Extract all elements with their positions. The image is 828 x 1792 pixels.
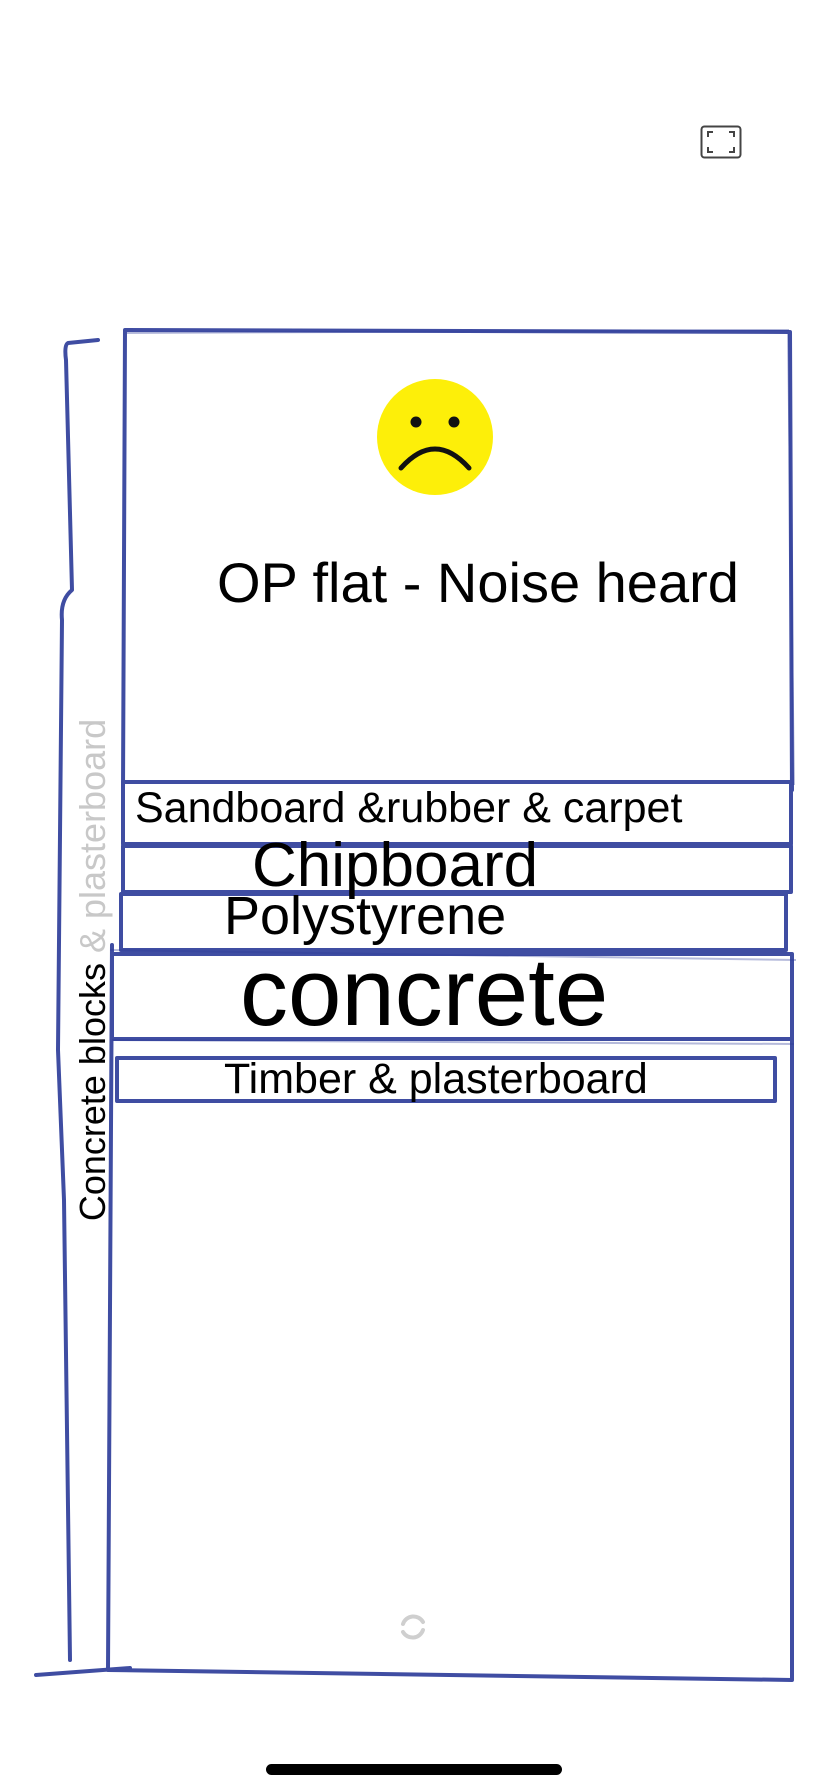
- layer-label-polystyrene: Polystyrene: [224, 886, 507, 946]
- side-label-main: Concrete blocks: [72, 963, 113, 1222]
- flat-outline-upper: [121, 328, 794, 792]
- layer-label-concrete: concrete: [240, 939, 609, 1046]
- fullscreen-button[interactable]: [700, 125, 742, 159]
- layer-label-timber: Timber & plasterboard: [224, 1055, 648, 1103]
- side-brace: [56, 338, 100, 1662]
- floor-tick: [34, 1666, 132, 1677]
- home-indicator: [266, 1764, 562, 1775]
- layer-box-concrete: [110, 952, 794, 1041]
- side-label-faded: & plasterboard: [72, 718, 113, 964]
- layer-box-timber: [115, 1056, 777, 1103]
- fullscreen-icon: [700, 125, 742, 159]
- sad-face-icon: [377, 379, 493, 495]
- flat-outline-lower: [106, 943, 794, 1682]
- layer-label-chipboard: Chipboard: [252, 831, 539, 900]
- diagram-title: OP flat - Noise heard: [217, 551, 739, 614]
- layer-label-sandboard: Sandboard &rubber & carpet: [135, 784, 683, 832]
- layer-box-polystyrene: [119, 892, 788, 952]
- refresh-button[interactable]: [396, 1610, 430, 1644]
- side-label: Concrete blocks & plasterboard: [72, 718, 113, 1222]
- refresh-icon: [401, 1614, 425, 1640]
